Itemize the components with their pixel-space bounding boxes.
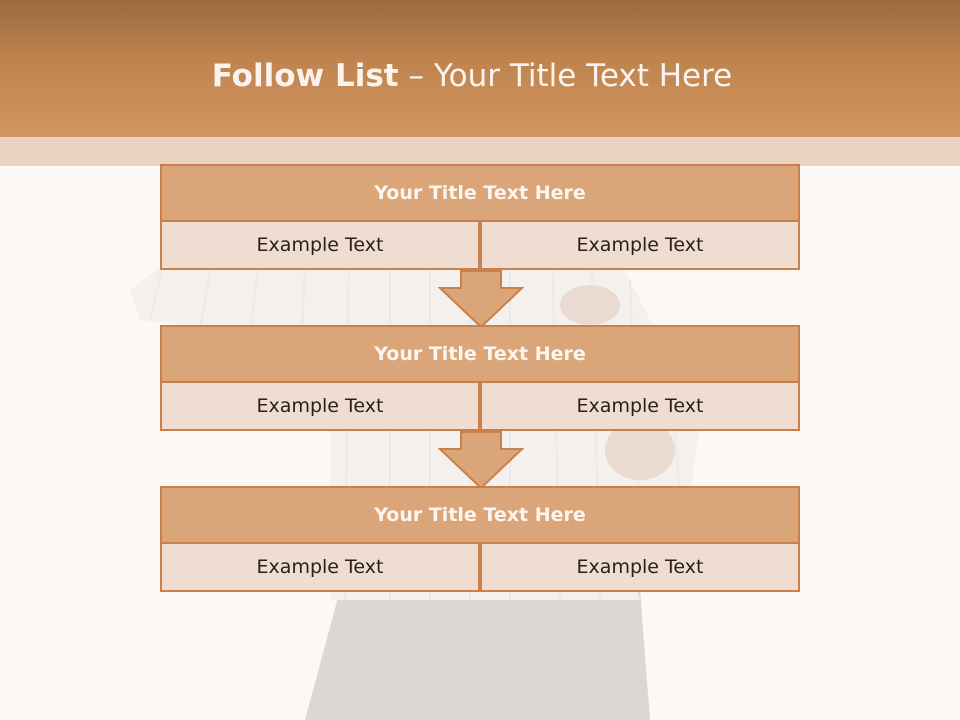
block-left-text: Example Text — [160, 220, 480, 270]
block-left-text: Example Text — [160, 542, 480, 592]
list-block-2: Your Title Text Here Example Text Exampl… — [160, 325, 800, 431]
header-band — [0, 0, 960, 137]
down-arrow-icon — [438, 270, 524, 328]
block-left-text: Example Text — [160, 381, 480, 431]
list-block-3: Your Title Text Here Example Text Exampl… — [160, 486, 800, 592]
slide-title: Follow List – Your Title Text Here — [0, 56, 944, 96]
list-block-1: Your Title Text Here Example Text Exampl… — [160, 164, 800, 270]
header-sub-band — [0, 137, 960, 166]
down-arrow-icon — [438, 431, 524, 489]
slide-title-bold: Follow List — [211, 58, 399, 94]
block-right-text: Example Text — [480, 220, 800, 270]
block-title: Your Title Text Here — [160, 325, 800, 383]
block-title: Your Title Text Here — [160, 164, 800, 222]
block-right-text: Example Text — [480, 542, 800, 592]
block-title: Your Title Text Here — [160, 486, 800, 544]
slide-title-rest: – Your Title Text Here — [398, 58, 733, 94]
block-right-text: Example Text — [480, 381, 800, 431]
